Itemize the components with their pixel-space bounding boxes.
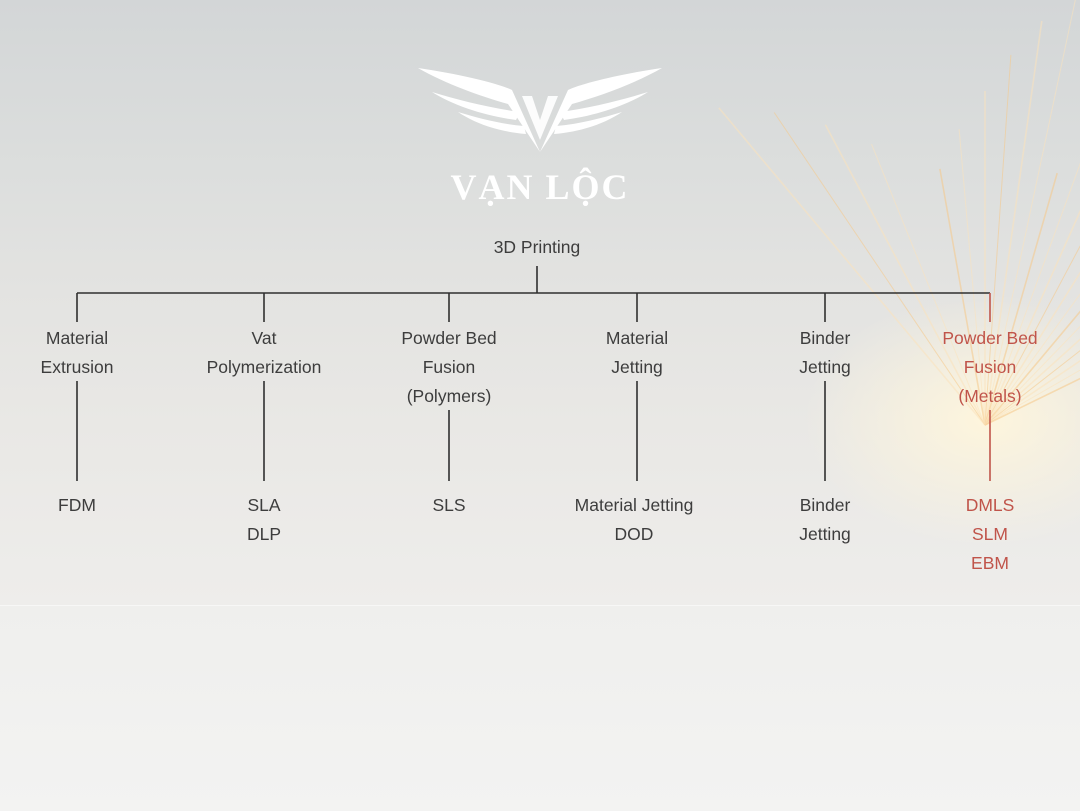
tech-label: DOD (614, 524, 654, 544)
spark-streak (824, 124, 986, 426)
winged-v-logo (418, 68, 662, 152)
category-label: (Metals) (958, 386, 1022, 406)
tech-label: Jetting (799, 524, 851, 544)
category-label: Fusion (422, 357, 476, 377)
category-label: Powder Bed (942, 328, 1038, 348)
tech-label: DMLS (965, 495, 1015, 515)
category-label: Powder Bed (401, 328, 497, 348)
tech-label: DLP (246, 524, 282, 544)
category-label: Extrusion (40, 357, 114, 377)
tech-vat-polymerization: SLA DLP (174, 491, 354, 549)
root-node: 3D Printing (447, 233, 627, 262)
tech-label: SLM (972, 524, 1008, 544)
lower-band (0, 605, 1080, 811)
category-binder-jetting: Binder Jetting (735, 324, 915, 382)
spark-streak (984, 245, 1080, 426)
tech-label: Material Jetting (574, 495, 694, 515)
tech-label: FDM (58, 495, 96, 515)
spark-streak (984, 271, 1080, 426)
category-vat-polymerization: Vat Polymerization (174, 324, 354, 382)
tech-label: EBM (971, 553, 1009, 573)
spark-streak (984, 325, 1080, 426)
tech-label: Binder (799, 495, 851, 515)
spark-streak (984, 350, 1080, 426)
tech-material-jetting: Material Jetting DOD (544, 491, 724, 549)
spark-streak (984, 0, 1076, 426)
spark-streak (984, 20, 1043, 426)
root-label: 3D Printing (493, 237, 581, 257)
tech-label: SLS (432, 495, 466, 515)
category-label: (Polymers) (406, 386, 492, 406)
spark-streak (984, 209, 1080, 426)
category-label: Binder (799, 328, 851, 348)
category-powder-bed-metals: Powder Bed Fusion (Metals) (900, 324, 1080, 411)
spark-streak (984, 338, 1080, 426)
spark-streak (984, 377, 1080, 426)
spark-streak (984, 162, 1080, 426)
tech-binder-jetting: Binder Jetting (735, 491, 915, 549)
tech-powder-bed-metals: DMLS SLM EBM (900, 491, 1080, 578)
tech-label: SLA (247, 495, 281, 515)
category-label: Jetting (799, 357, 851, 377)
spark-streak (984, 172, 1058, 426)
category-material-extrusion: Material Extrusion (0, 324, 167, 382)
category-label: Jetting (611, 357, 663, 377)
diagram-connectors (76, 266, 991, 481)
tech-material-extrusion: FDM (0, 491, 167, 520)
category-label: Material (605, 328, 669, 348)
spark-streak (773, 112, 986, 426)
category-material-jetting: Material Jetting (547, 324, 727, 382)
spark-streak (939, 168, 986, 426)
spark-streak (871, 143, 986, 426)
tech-powder-bed-polymers: SLS (359, 491, 539, 520)
brand-name: VẠN LỘC (450, 167, 630, 207)
category-powder-bed-polymers: Powder Bed Fusion (Polymers) (359, 324, 539, 411)
spark-streak (718, 107, 986, 426)
category-label: Polymerization (206, 357, 322, 377)
spark-streak (958, 129, 986, 426)
spark-streak (984, 359, 1080, 426)
category-label: Vat (251, 328, 277, 348)
sparks-decoration (718, 0, 1080, 426)
category-label: Material (45, 328, 109, 348)
category-label: Fusion (963, 357, 1017, 377)
spark-streak (984, 54, 1012, 426)
spark-streak (984, 369, 1080, 426)
background-photo (0, 0, 1080, 605)
spark-streak (984, 310, 1080, 426)
spark-streak (984, 293, 1080, 426)
